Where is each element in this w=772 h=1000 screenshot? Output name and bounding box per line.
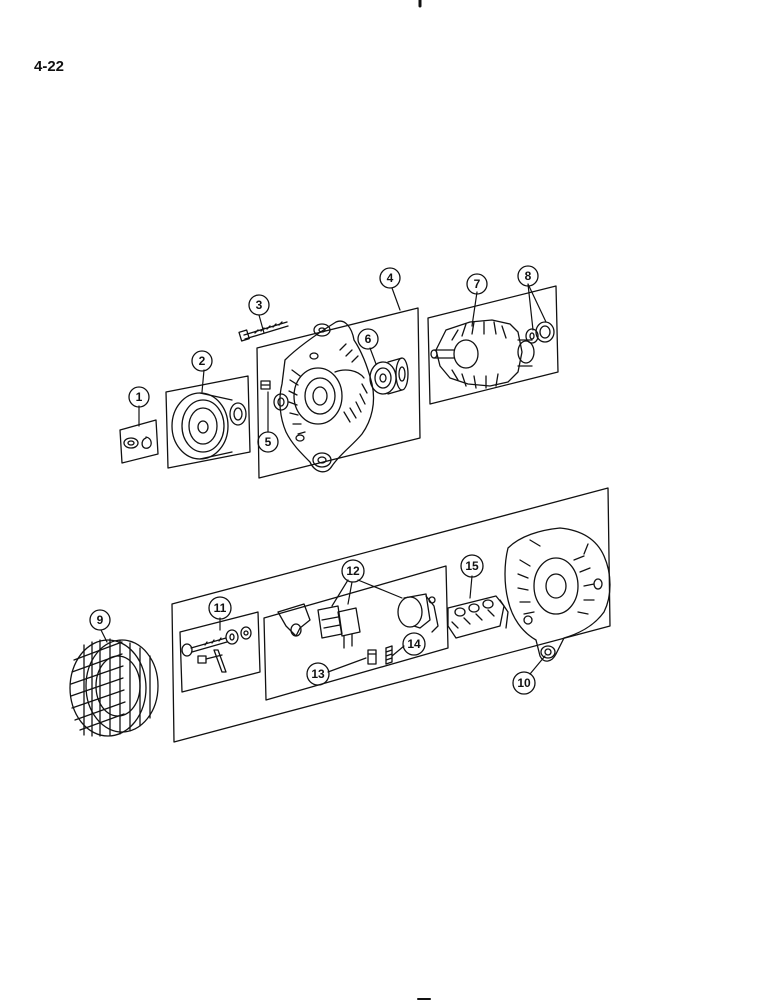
part-10-rear-housing xyxy=(504,527,611,662)
part-1-clip xyxy=(119,419,159,464)
part-5-screw xyxy=(260,380,289,411)
callout-label: 2 xyxy=(199,354,206,368)
lower-assembly-panel xyxy=(171,487,611,743)
callout-label: 15 xyxy=(465,559,479,573)
callout-9: 9 xyxy=(89,609,111,631)
page-number: 4-22 xyxy=(34,58,65,75)
callout-label: 6 xyxy=(365,332,372,346)
callout-2: 2 xyxy=(191,350,213,372)
callout-label: 11 xyxy=(214,601,227,615)
callout-12: 12 xyxy=(341,559,365,583)
leader-lines xyxy=(100,283,547,675)
callout-label: 4 xyxy=(387,271,394,285)
callout-10: 10 xyxy=(512,671,536,695)
callout-label: 3 xyxy=(256,298,263,312)
callout-4: 4 xyxy=(379,267,401,289)
callout-5: 5 xyxy=(257,431,279,453)
callout-label: 5 xyxy=(265,435,272,449)
part-11-hardware xyxy=(179,611,261,693)
callout-label: 10 xyxy=(517,676,531,690)
callout-15: 15 xyxy=(460,554,484,578)
part-13-brush xyxy=(367,649,377,665)
callout-label: 9 xyxy=(97,613,104,627)
callout-11: 11 xyxy=(208,596,232,620)
callout-6: 6 xyxy=(357,328,379,350)
callout-label: 7 xyxy=(474,277,481,291)
callout-14: 14 xyxy=(402,632,426,656)
part-2-pulley xyxy=(165,375,251,469)
part-8-bearings xyxy=(525,321,555,344)
callout-label: 8 xyxy=(525,269,532,283)
part-9-stator xyxy=(69,638,159,737)
part-15-rectifier xyxy=(447,595,509,639)
part-14-spring xyxy=(385,645,393,665)
callout-label: 14 xyxy=(407,637,421,651)
callout-label: 13 xyxy=(311,667,325,681)
callout-7: 7 xyxy=(466,273,488,295)
part-7-rotor xyxy=(427,285,559,405)
callout-1: 1 xyxy=(128,386,150,408)
callout-3: 3 xyxy=(248,294,270,316)
callout-13: 13 xyxy=(306,662,330,686)
callout-label: 12 xyxy=(346,564,360,578)
callout-8: 8 xyxy=(517,265,539,287)
callout-label: 1 xyxy=(136,390,143,404)
part-4-drive-end-frame xyxy=(256,307,421,479)
part-12-regulator xyxy=(263,565,449,701)
